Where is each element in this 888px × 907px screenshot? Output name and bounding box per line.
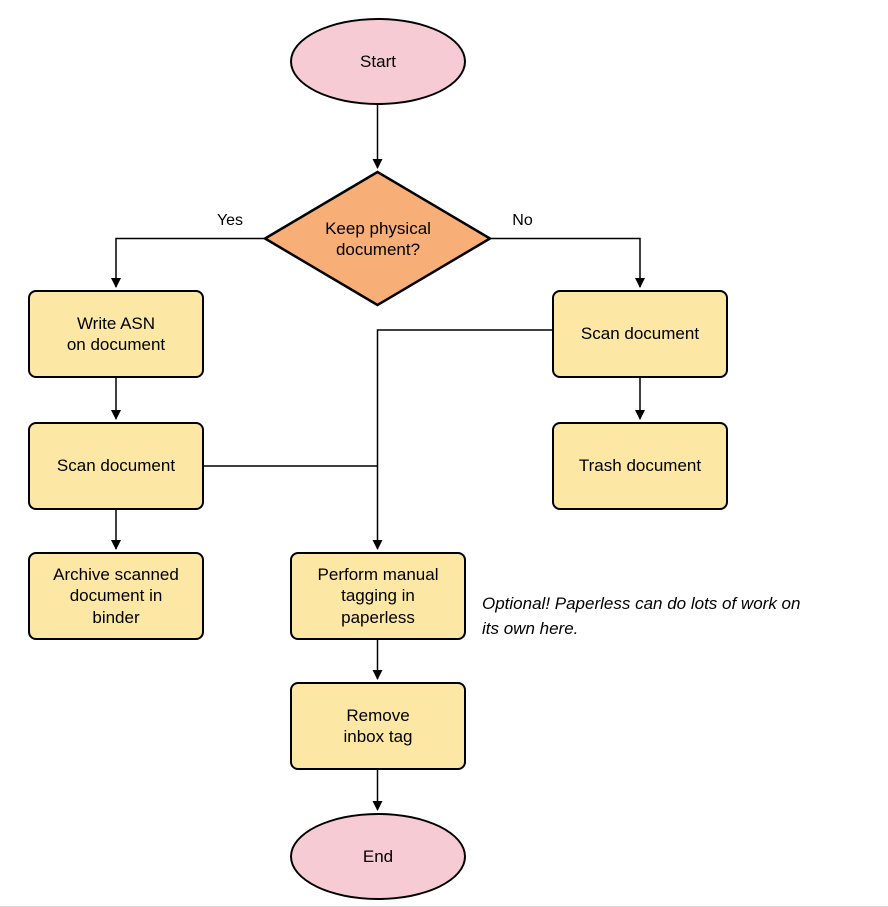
node-manual-tagging-label: Perform manual tagging in paperless bbox=[317, 565, 439, 627]
node-manual-tagging: Perform manual tagging in paperless bbox=[290, 552, 466, 640]
node-trash-document-label: Trash document bbox=[578, 456, 702, 476]
decision-diamond-shape bbox=[262, 170, 493, 307]
node-remove-inbox-tag: Remove inbox tag bbox=[290, 682, 466, 770]
node-decision-label: Keep physical document? bbox=[325, 219, 431, 260]
node-remove-inbox-tag-label: Remove inbox tag bbox=[343, 705, 413, 746]
node-start-label: Start bbox=[360, 51, 396, 71]
edge-label-yes: Yes bbox=[216, 212, 244, 229]
edge-decision-yes-to-write-asn bbox=[111, 237, 265, 288]
node-scan-document-left-label: Scan document bbox=[56, 456, 176, 476]
node-archive-binder-label: Archive scanned document in binder bbox=[53, 565, 179, 627]
node-start: Start bbox=[290, 18, 466, 105]
node-scan-document-left: Scan document bbox=[28, 422, 204, 510]
node-write-asn: Write ASN on document bbox=[28, 290, 204, 378]
edge-label-no: No bbox=[512, 212, 533, 229]
node-scan-document-right-label: Scan document bbox=[580, 324, 700, 344]
edge-decision-no-to-scan-right bbox=[490, 237, 645, 288]
node-end-label: End bbox=[362, 846, 394, 866]
edge-scan-right-to-manual-tagging bbox=[372, 329, 552, 550]
annotation-note: Optional! Paperless can do lots of work … bbox=[482, 594, 801, 638]
node-write-asn-label: Write ASN on document bbox=[66, 313, 166, 354]
node-archive-binder: Archive scanned document in binder bbox=[28, 552, 204, 640]
node-end: End bbox=[290, 813, 466, 900]
node-scan-document-right: Scan document bbox=[552, 290, 728, 378]
node-trash-document: Trash document bbox=[552, 422, 728, 510]
